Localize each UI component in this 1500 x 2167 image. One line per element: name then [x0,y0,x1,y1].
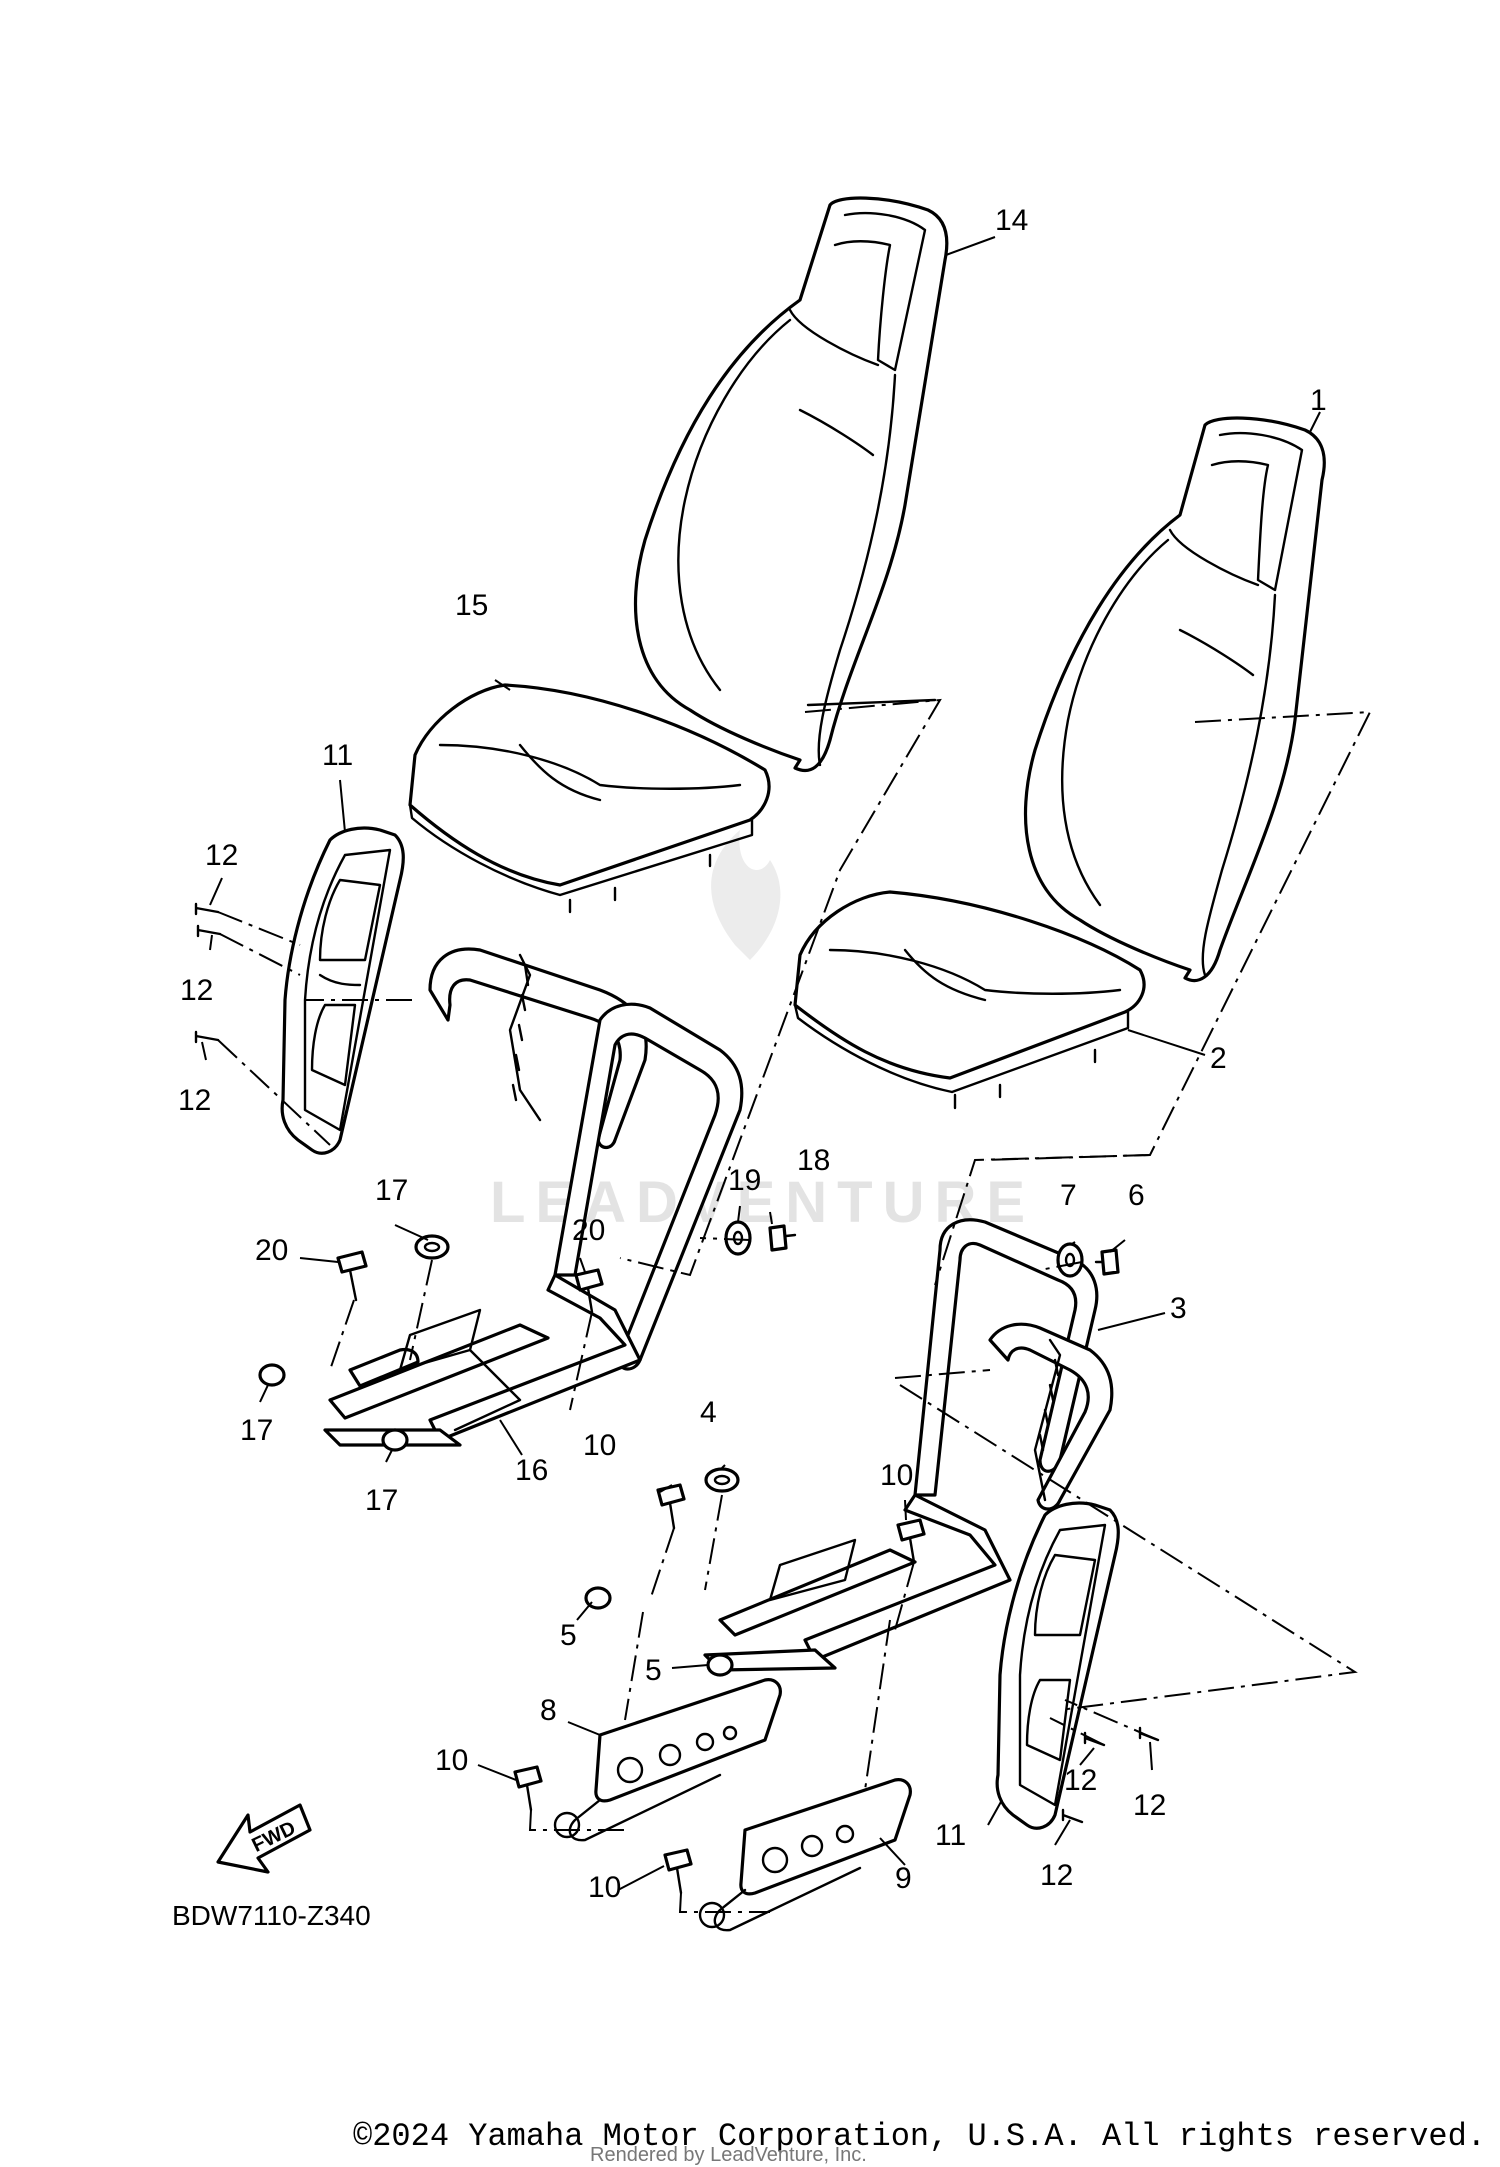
callout-12-c: 12 [178,1084,211,1117]
side-panel-11-left [280,826,405,1155]
bolt-10-c [513,1765,543,1812]
cap-5-b [706,1653,734,1677]
callout-10-c: 10 [435,1744,468,1777]
leader-lines [201,236,1321,1891]
seat-rail-8 [553,1678,782,1842]
callout-3: 3 [1170,1292,1187,1325]
callout-15: 16 [515,1454,548,1487]
callout-9: 9 [895,1862,912,1895]
callout-12-a: 12 [205,839,238,872]
cap-17-b [381,1428,409,1452]
callout-17-b: 17 [365,1484,398,1517]
callout-8: 8 [540,1694,557,1727]
fwd-arrow-icon: FWD [216,1803,312,1874]
callout-12-e: 12 [1133,1789,1166,1822]
callout-11-right: 11 [935,1819,966,1852]
callout-13: 14 [995,204,1028,237]
bolt-6 [1094,1248,1120,1276]
seat-cushion-14 [408,683,771,914]
watermark-logo [711,830,781,960]
diagram-code: BDW7110-Z340 [172,1900,371,1931]
seat-backrest-1 [1023,416,1326,983]
callout-12-b: 12 [180,974,213,1007]
callout-6: 6 [1128,1179,1145,1212]
callout-5-a: 5 [560,1619,577,1652]
callout-10-a: 10 [583,1429,616,1462]
callout-16: 17 [375,1174,408,1207]
rendered-by-text: Rendered by LeadVenture, Inc. [590,2144,867,2166]
callout-2: 2 [1210,1042,1227,1075]
copyright-notice: ©2024 Yamaha Motor Corporation, U.S.A. A… [0,2118,1500,2155]
assembly-lines [217,698,1372,1913]
callout-10-d: 10 [588,1871,621,1904]
bolt-20-left [336,1250,368,1302]
callout-18: 18 [797,1144,830,1177]
callout-1: 1 [1310,384,1327,417]
side-panel-11-right [995,1501,1120,1830]
grommet-16 [414,1234,450,1260]
copyright-text: ©2024 Yamaha Motor Corporation, U.S.A. A… [353,2118,1486,2155]
callouts: 14 1 15 11 12 12 12 2 17 20 20 19 18 7 6… [178,204,1327,1904]
callout-10-b: 10 [880,1459,913,1492]
washer-19 [724,1220,752,1256]
washer-7 [1056,1242,1084,1278]
bolt-20-right [574,1268,604,1314]
callout-4: 4 [700,1396,717,1429]
callout-14: 15 [455,589,488,622]
callout-20-left: 20 [255,1234,288,1267]
cap-17-a [258,1363,286,1387]
callout-17-a: 17 [240,1414,273,1447]
callout-5-b: 5 [645,1654,662,1687]
seat-backrest-13 [633,196,949,773]
seat-frame-3 [703,1218,1114,1672]
bolt-10-b [896,1518,926,1564]
callout-11-left: 11 [322,739,353,772]
bolt-18 [768,1224,797,1252]
callout-7: 7 [1060,1179,1077,1212]
callout-19: 19 [728,1164,761,1197]
callout-20-right: 20 [572,1214,605,1247]
callout-12-f: 12 [1040,1859,1073,1892]
bolt-10-d [663,1848,693,1895]
seat-rail-9 [698,1778,912,1932]
seat-frame-15 [323,947,744,1447]
callout-12-d: 12 [1064,1764,1097,1797]
grommet-4 [704,1467,740,1493]
seat-cushion-2 [793,890,1146,1110]
